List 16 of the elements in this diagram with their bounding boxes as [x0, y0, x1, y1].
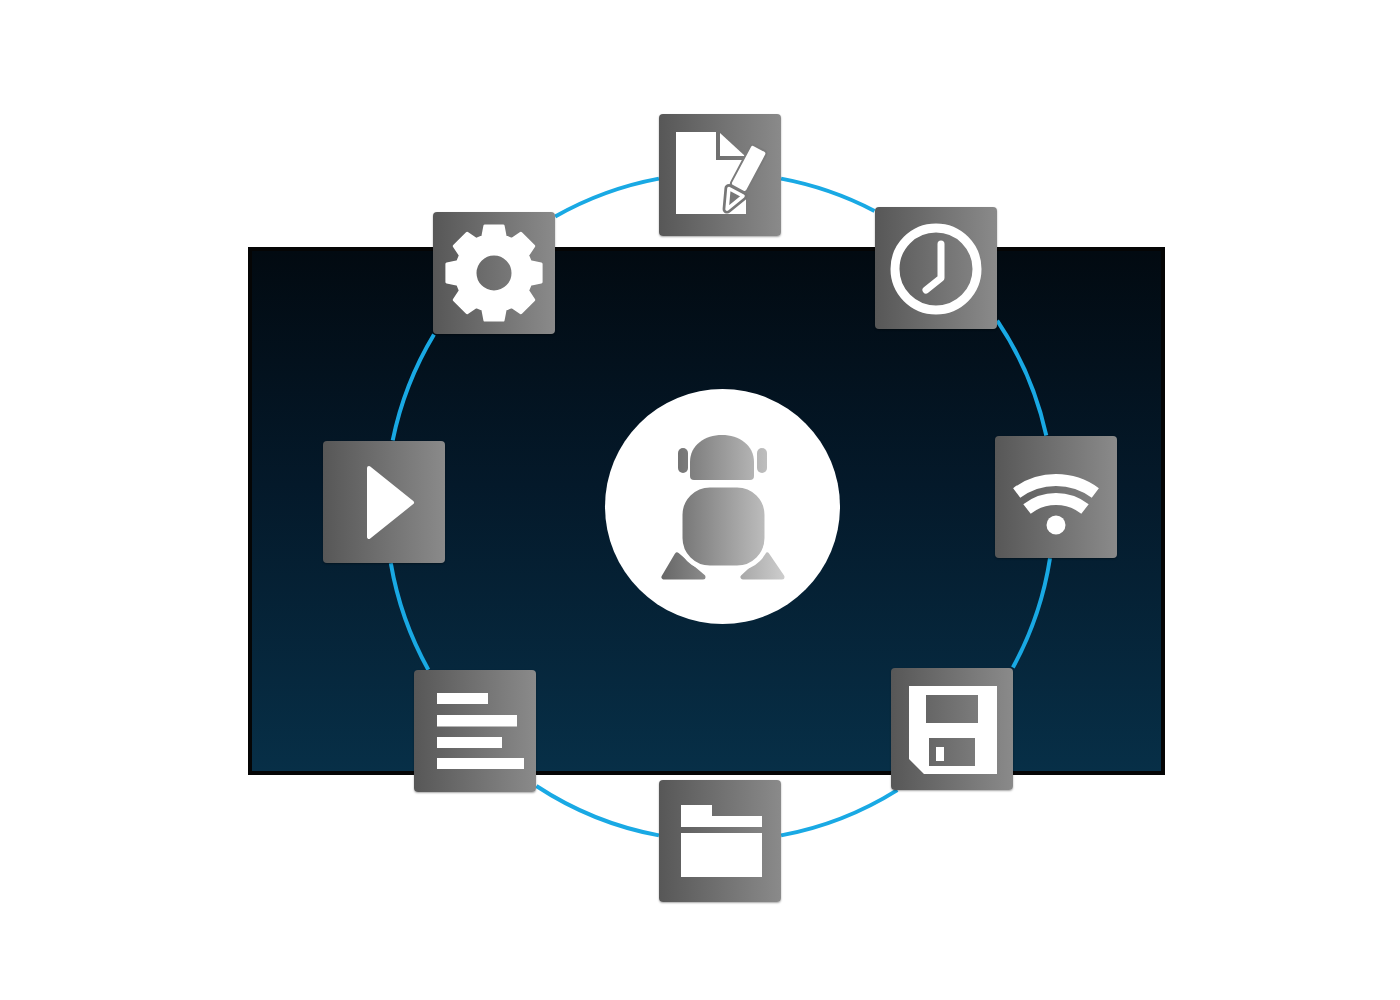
app-tile [414, 670, 536, 792]
ring-arc [780, 176, 876, 213]
app-tile [659, 114, 781, 236]
app-tile [433, 212, 555, 334]
ring-arc [554, 176, 660, 219]
ring-arc [535, 784, 660, 838]
app-tile [891, 668, 1013, 790]
ring-arc [388, 562, 431, 671]
app-tile [875, 207, 997, 329]
app-tile [323, 441, 445, 563]
ring-arc [1011, 557, 1052, 669]
app-tile [659, 780, 781, 902]
ring-arc [780, 788, 899, 838]
app-tile [995, 436, 1117, 558]
ring-arc [390, 333, 436, 441]
ring-arc [995, 319, 1049, 437]
